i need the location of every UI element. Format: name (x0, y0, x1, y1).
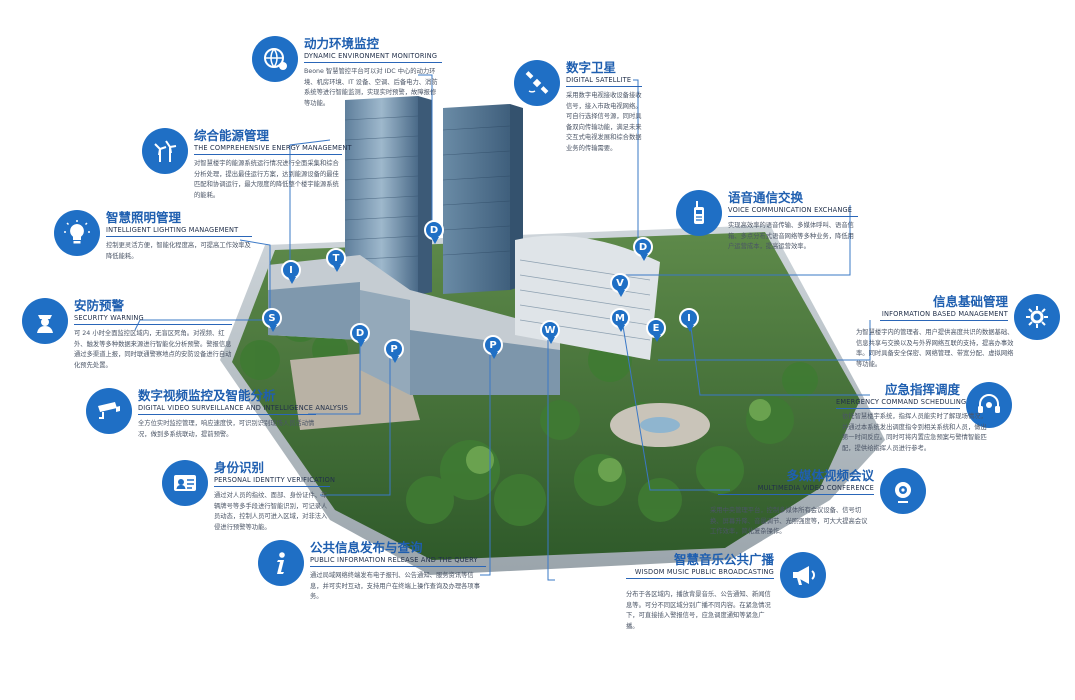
card-title: 综合能源管理 (194, 128, 270, 143)
id-card-icon (162, 460, 208, 506)
card-subtitle: INTELLIGENT LIGHTING MANAGEMENT (106, 225, 252, 237)
video-camera-icon (880, 468, 926, 514)
map-marker-i[interactable]: I (281, 260, 301, 284)
card-title: 动力环境监控 (304, 36, 380, 51)
card-title: 身份识别 (214, 460, 265, 475)
map-marker-p-2[interactable]: P (483, 335, 503, 359)
wind-turbine-icon (142, 128, 188, 174)
card-subtitle: MULTIMEDIA VIDEO CONFERENCE (718, 483, 874, 495)
card-title: 智慧音乐公共广播 (673, 552, 774, 567)
map-marker-w[interactable]: W (540, 320, 560, 344)
security-camera-icon (86, 388, 132, 434)
card-description: 通过局域网络终端发布电子报刊、公告通知、服务资讯等信息，并可实时互动，支持用户在… (310, 572, 481, 601)
card-title: 智慧照明管理 (106, 210, 182, 225)
globe-gear-icon (252, 36, 298, 82)
map-marker-s[interactable]: S (262, 308, 282, 332)
card-description: 通过对人员的指纹、面部、身份证件、车辆牌号等多手段进行智能识别，可记录人员动态，… (214, 492, 328, 531)
card-description: 实现高效率的语音传输、多媒体呼叫、语音信箱、多点分布式语音网络等多种业务，降低用… (728, 222, 854, 251)
card-title: 数字视频监控及智能分析 (138, 388, 276, 403)
map-marker-d-3[interactable]: D (633, 237, 653, 261)
info-icon (258, 540, 304, 586)
card-description: 可 24 小时全面监控区域内，无盲区死角。对视频、红外、触发等多种数据来源进行智… (74, 330, 232, 369)
card-subtitle: INFORMATION BASED MANAGEMENT (880, 309, 1008, 321)
card-subtitle: SECURITY WARNING (74, 313, 232, 325)
light-bulb-icon (54, 210, 100, 256)
card-subtitle: DYNAMIC ENVIRONMENT MONITORING (304, 51, 442, 63)
card-emergency-command-description: 依托智慧楼宇系统，指挥人员能实时了解现场情况，并通过本系统发出调度指令到相关系统… (842, 413, 987, 452)
map-marker-t[interactable]: T (326, 248, 346, 272)
card-title: 应急指挥调度 (884, 382, 960, 397)
card-subtitle: DIGITAL VIDEO SURVEILLANCE AND INTELLIGE… (138, 403, 348, 415)
map-marker-d-2[interactable]: D (350, 323, 370, 347)
map-marker-d[interactable]: D (424, 220, 444, 244)
card-description: 对智慧楼宇的能源系统运行情况进行全面采集和综合分析处理，提出最佳运行方案，达到能… (194, 160, 339, 199)
card-title: 多媒体视频会议 (786, 468, 874, 483)
map-marker-m[interactable]: M (610, 308, 630, 332)
card-title: 数字卫星 (566, 60, 617, 75)
card-music-broadcasting-description: 分布于各区域内，播放背景音乐、公告通知、新闻信息等。可分不同区域分别广播不同内容… (626, 591, 771, 630)
walkie-talkie-icon (676, 190, 722, 236)
card-title: 语音通信交换 (728, 190, 804, 205)
card-title: 安防预警 (74, 298, 125, 313)
gear-network-icon (1014, 294, 1060, 340)
card-title: 公共信息发布与查询 (310, 540, 423, 555)
megaphone-icon (780, 552, 826, 598)
map-marker-i-2[interactable]: I (679, 308, 699, 332)
card-description: 全方位实时监控管理，响应速度快，可识别识别现场人员活动情况，做到多系统联动，提前… (138, 420, 315, 438)
card-subtitle: EMERGENCY COMMAND SCHEDULING (836, 397, 966, 409)
card-title: 信息基础管理 (932, 294, 1008, 309)
map-marker-p[interactable]: P (384, 339, 404, 363)
card-subtitle: THE COMPREHENSIVE ENERGY MANAGEMENT (194, 143, 352, 155)
satellite-icon (514, 60, 560, 106)
card-subtitle: VOICE COMMUNICATION EXCHANGE (728, 205, 858, 217)
card-subtitle: PUBLIC INFORMATION RELEASE AND THE QUERY (310, 555, 486, 567)
card-video-conference-description: 采用中央管理平台，控制多媒体所有会议设备、信号切换、屏幕升降、音量调节、光照强度… (710, 507, 868, 536)
card-information-management-description: 为智慧楼宇内的管理者、用户提供高度共识的数据基础、信息共享与交换以及与外界网络互… (856, 329, 1014, 368)
map-marker-e[interactable]: E (646, 318, 666, 342)
headset-icon (966, 382, 1012, 428)
card-description: Beone 智慧管控平台可以对 IDC 中心的动力环境、机房环境、IT 设备、空… (304, 68, 438, 107)
card-subtitle: DIGITAL SATELLITE (566, 75, 642, 87)
card-subtitle: WISDOM MUSIC PUBLIC BROADCASTING (626, 567, 774, 579)
security-guard-icon (22, 298, 68, 344)
map-marker-v[interactable]: V (610, 273, 630, 297)
card-description: 控制更灵活方便，智能化程度高，可提高工作效率及降低能耗。 (106, 242, 251, 260)
card-description: 采用数字电视接收设备接收信号，接入市政电视网络。可自行选择信号源，同时具备双向传… (566, 92, 642, 152)
card-subtitle: PERSONAL IDENTITY VERIFICATION (214, 475, 335, 487)
